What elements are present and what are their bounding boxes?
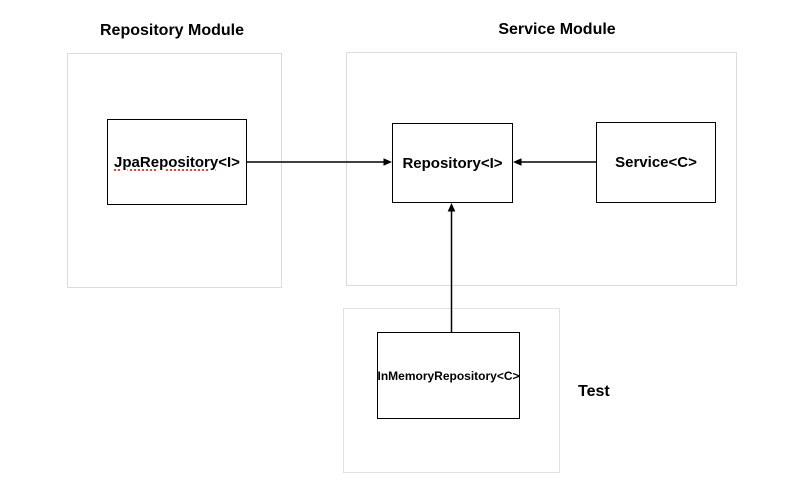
jpa-repository-label: JpaRepository<I> <box>114 154 240 171</box>
service-box: Service<C> <box>596 122 716 203</box>
repository-label: Repository<I> <box>402 154 503 172</box>
jpa-repository-label-name: JpaRepository <box>114 153 219 171</box>
jpa-repository-label-generic: <I> <box>218 153 240 171</box>
in-memory-repository-box: InMemoryRepository<C> <box>377 332 520 419</box>
repository-box: Repository<I> <box>392 123 513 203</box>
service-label: Service<C> <box>615 154 697 171</box>
test-label: Test <box>578 383 610 400</box>
repository-module-title: Repository Module <box>99 22 245 39</box>
service-module-title: Service Module <box>498 21 616 38</box>
jpa-repository-box: JpaRepository<I> <box>107 119 247 205</box>
in-memory-repository-label: InMemoryRepository<C> <box>377 368 520 383</box>
